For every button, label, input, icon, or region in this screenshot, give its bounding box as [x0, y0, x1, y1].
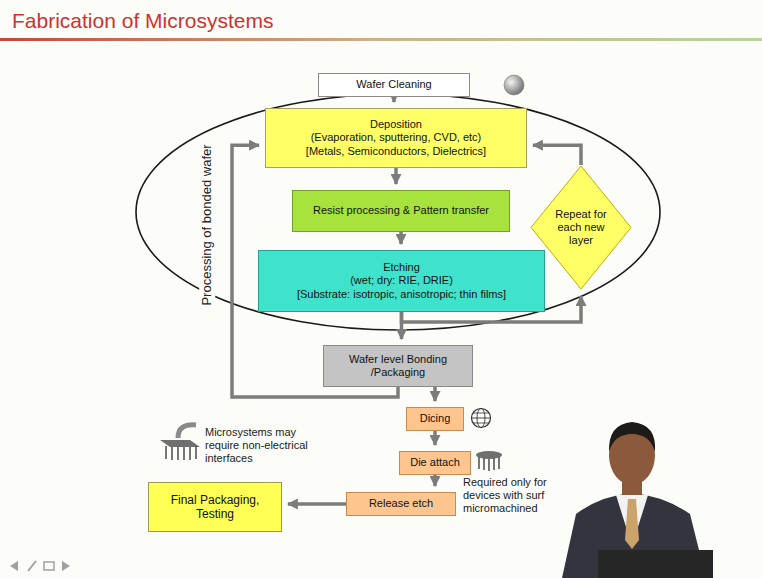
globe-icon	[472, 409, 491, 428]
flow-connector	[433, 475, 437, 486]
node-text-group: Release etch	[353, 497, 449, 510]
process-box: Wafer level Bonding /Packaging	[323, 345, 473, 387]
node-label: Resist processing & Pattern transfer	[299, 204, 503, 217]
nav-menu	[44, 562, 54, 570]
node-text-group: Repeat for each new layer	[552, 208, 610, 248]
node-label: Wafer level Bonding /Packaging	[330, 353, 466, 379]
slide-title: Fabrication of Microsystems	[12, 8, 273, 33]
tie	[625, 499, 639, 549]
node-label: Wafer Cleaning	[325, 78, 463, 91]
loop-ellipse	[136, 94, 660, 330]
process-box: Release etch	[346, 492, 456, 516]
node-text-group: Final Packaging, Testing	[155, 493, 275, 522]
wafer-sphere-icon	[504, 75, 524, 95]
node-text-group: Etching(wet; dry: RIE, DRIE)[Substrate: …	[265, 261, 538, 301]
nav-back	[10, 561, 18, 571]
nav-icons	[10, 561, 70, 571]
node-text-group: Deposition(Evaporation, sputtering, CVD,…	[272, 118, 520, 158]
node-detail: (Evaporation, sputtering, CVD, etc)	[272, 131, 520, 144]
flow-connector	[392, 97, 396, 102]
node-text-group: Wafer Cleaning	[325, 78, 463, 91]
hair	[609, 422, 655, 452]
node-detail: [Substrate: isotropic, anisotropic; thin…	[265, 288, 538, 301]
decision-diamond: Repeat for each new layer	[530, 165, 632, 290]
flow-connector	[433, 387, 437, 401]
node-text-group: Wafer level Bonding /Packaging	[330, 353, 466, 379]
process-box: Deposition(Evaporation, sputtering, CVD,…	[265, 108, 527, 168]
die-pins	[479, 457, 499, 471]
flow-connector	[394, 168, 398, 184]
node-text-group: Dicing	[413, 412, 457, 425]
globe-parallel	[473, 413, 489, 414]
note-text: Microsystems may require non-electrical …	[205, 426, 325, 466]
title-rule	[0, 38, 762, 41]
globe-outline	[472, 409, 491, 428]
node-label: Deposition	[272, 118, 520, 131]
node-detail: [Metals, Semiconductors, Dielectrics]	[272, 145, 520, 158]
tube	[178, 425, 196, 438]
node-label: Dicing	[413, 412, 457, 425]
note-text: Required only for devices with surf micr…	[463, 476, 555, 516]
flow-connector	[288, 502, 346, 506]
node-detail: (wet; dry: RIE, DRIE)	[265, 274, 538, 287]
node-label: Repeat for each new layer	[552, 208, 610, 248]
lectern-monitor	[598, 550, 713, 578]
nav-pen	[28, 561, 36, 571]
fluidic-die-icon	[160, 425, 200, 460]
node-label: Etching	[265, 261, 538, 274]
process-box: Dicing	[406, 407, 464, 431]
die-pins	[166, 446, 196, 460]
node-text-group: Resist processing & Pattern transfer	[299, 204, 503, 217]
presenter-figure	[562, 422, 713, 578]
process-box: Die attach	[399, 451, 471, 475]
node-label: Final Packaging, Testing	[155, 493, 275, 522]
nav-forward	[62, 561, 70, 571]
flow-connector	[399, 232, 403, 244]
globe-parallel	[473, 423, 489, 424]
node-label: Release etch	[353, 497, 449, 510]
node-label: Die attach	[406, 456, 464, 469]
globe-equator	[472, 418, 491, 419]
loop-label: Processing of bonded wafer	[199, 140, 215, 309]
die-icon	[476, 451, 502, 471]
flow-connector	[433, 431, 437, 445]
die-plate	[476, 451, 502, 459]
process-box: Resist processing & Pattern transfer	[292, 190, 510, 232]
node-text-group: Die attach	[406, 456, 464, 469]
process-box: Final Packaging, Testing	[148, 482, 282, 532]
process-box: Wafer Cleaning	[318, 73, 470, 97]
diamond-shape	[531, 166, 631, 289]
flow-connector	[533, 145, 581, 165]
process-box: Etching(wet; dry: RIE, DRIE)[Substrate: …	[258, 250, 545, 312]
die-plate	[160, 440, 200, 447]
